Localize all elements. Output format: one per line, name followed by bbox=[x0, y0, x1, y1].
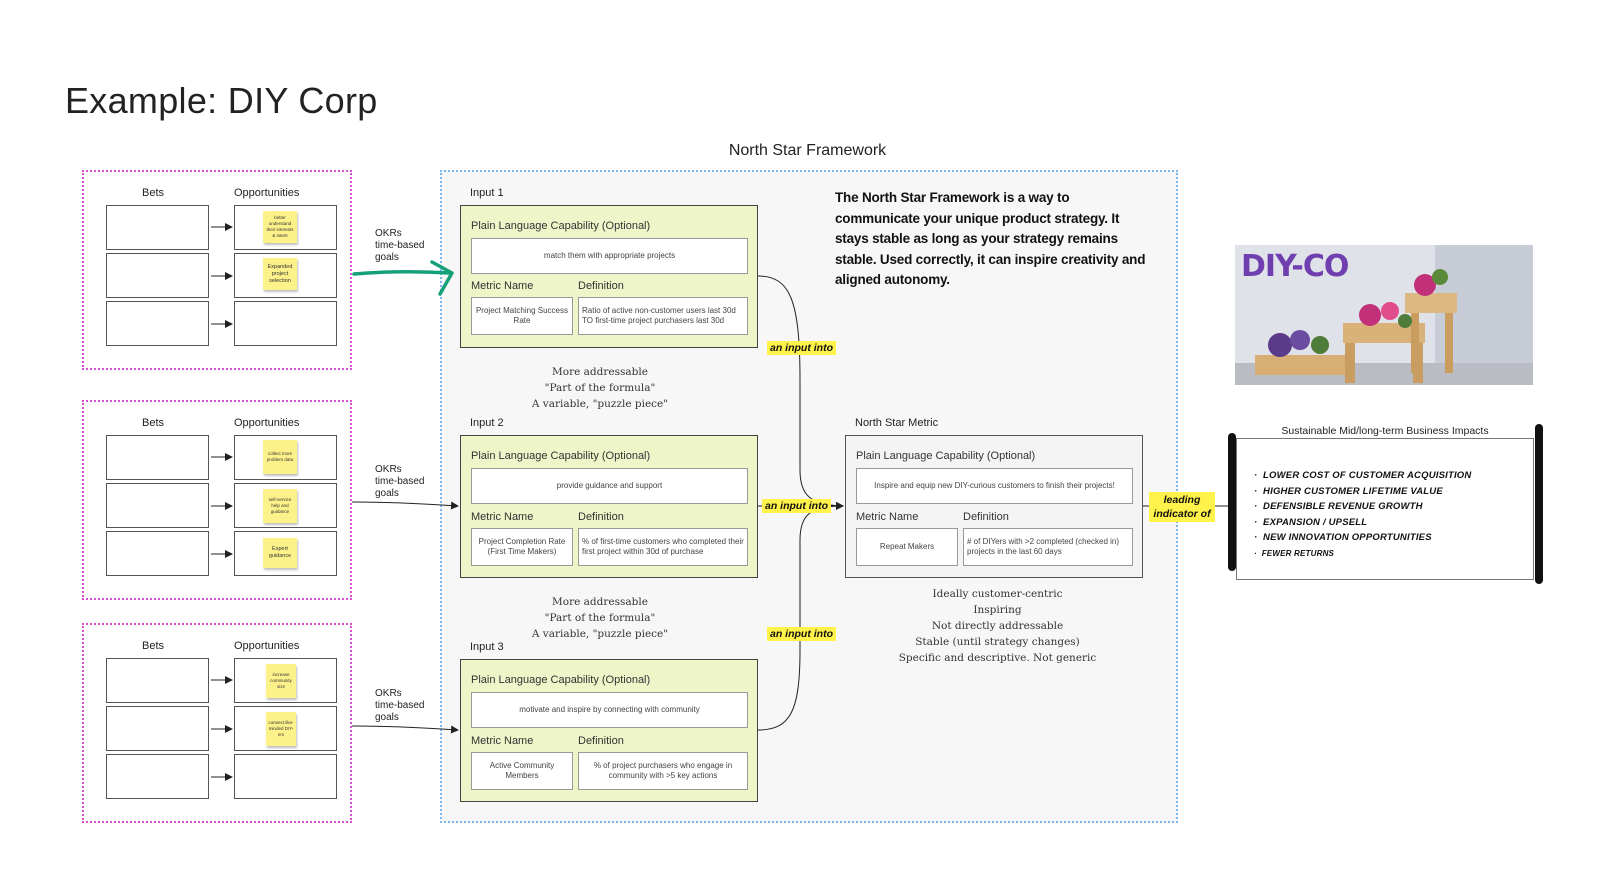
metric-name-header: Metric Name bbox=[471, 735, 534, 747]
bet-box[interactable] bbox=[106, 531, 209, 576]
list-item: · Defensible revenue growth bbox=[1254, 501, 1423, 512]
metric-name: Active Community Members bbox=[471, 752, 573, 790]
metric-definition: % of first-time customers who completed … bbox=[578, 528, 748, 566]
brand-logo: DIY-CO bbox=[1241, 249, 1349, 284]
list-item: · Lower cost of customer acquisition bbox=[1254, 470, 1472, 481]
definition-header: Definition bbox=[578, 735, 624, 747]
north-star-capability: Inspire and equip new DIY-curious custom… bbox=[856, 468, 1133, 504]
sticky-note[interactable]: Expanded project selection bbox=[263, 258, 297, 290]
sticky-note[interactable]: collect more problem data bbox=[263, 440, 297, 474]
north-star-metric-definition: # of DIYers with >2 completed (checked i… bbox=[963, 528, 1133, 566]
input-label: Input 2 bbox=[470, 417, 504, 429]
input-into-label: an input into bbox=[762, 499, 831, 513]
planter-illustration bbox=[1235, 245, 1533, 385]
list-item: · New innovation opportunities bbox=[1254, 532, 1432, 543]
bet-box[interactable] bbox=[106, 658, 209, 703]
capability-text: motivate and inspire by connecting with … bbox=[471, 692, 748, 728]
bet-box[interactable] bbox=[106, 435, 209, 480]
bets-group-2 bbox=[82, 400, 352, 600]
bet-box[interactable] bbox=[106, 754, 209, 799]
bet-box[interactable] bbox=[106, 301, 209, 346]
bet-box[interactable] bbox=[106, 483, 209, 528]
metric-name-header: Metric Name bbox=[856, 511, 919, 523]
opportunities-header: Opportunities bbox=[234, 640, 300, 652]
metric-definition: % of project purchasers who engage in co… bbox=[578, 752, 748, 790]
metric-name-header: Metric Name bbox=[471, 280, 534, 292]
north-star-notes: Ideally customer-centric Inspiring Not d… bbox=[898, 588, 1097, 664]
bets-header: Bets bbox=[142, 187, 165, 199]
definition-header: Definition bbox=[578, 511, 624, 523]
bet-box[interactable] bbox=[106, 253, 209, 298]
metric-name: Project Completion Rate (First Time Make… bbox=[471, 528, 573, 566]
framework-title: North Star Framework bbox=[728, 142, 887, 159]
sticky-note[interactable]: Expert guidance bbox=[263, 538, 297, 568]
metric-name: Project Matching Success Rate bbox=[471, 297, 573, 335]
bets-header: Bets bbox=[142, 640, 165, 652]
bets-header: Bets bbox=[142, 417, 165, 429]
impacts-list: · Lower cost of customer acquisition · H… bbox=[1254, 468, 1524, 561]
impacts-bracket-right bbox=[1535, 424, 1543, 584]
sticky-note[interactable]: better understand their interests & inte… bbox=[263, 211, 297, 243]
input-note: More addressable"Part of the formula"A v… bbox=[531, 596, 669, 640]
sticky-note[interactable]: self-service help and guidance bbox=[263, 489, 297, 523]
capability-text: provide guidance and support bbox=[471, 468, 748, 504]
page-title: Example: DIY Corp bbox=[65, 80, 378, 121]
input-into-label: an input into bbox=[767, 341, 836, 355]
opportunities-header: Opportunities bbox=[234, 187, 300, 199]
opportunity-box[interactable] bbox=[234, 301, 337, 346]
list-item: · Expansion / upsell bbox=[1254, 516, 1368, 528]
metric-name-header: Metric Name bbox=[471, 511, 534, 523]
impacts-title: Sustainable Mid/long-term Business Impac… bbox=[1281, 425, 1489, 437]
definition-header: Definition bbox=[578, 280, 624, 292]
bets-group-1 bbox=[82, 170, 352, 370]
north-star-metric-name: Repeat Makers bbox=[856, 528, 958, 566]
input-note: More addressable"Part of the formula"A v… bbox=[531, 366, 669, 410]
definition-header: Definition bbox=[963, 511, 1009, 523]
list-item: · Fewer returns bbox=[1254, 548, 1335, 558]
list-item: · Higher customer lifetime value bbox=[1254, 485, 1443, 497]
impacts-bracket-left bbox=[1228, 433, 1236, 571]
capability-header: Plain Language Capability (Optional) bbox=[471, 674, 651, 686]
bet-box[interactable] bbox=[106, 205, 209, 250]
north-star-label: North Star Metric bbox=[855, 417, 939, 429]
input-into-label: an input into bbox=[767, 627, 836, 641]
framework-description: The North Star Framework is a way to com… bbox=[835, 190, 1146, 287]
capability-text: match them with appropriate projects bbox=[471, 238, 748, 274]
input-label: Input 3 bbox=[470, 641, 504, 653]
metric-definition: Ratio of active non-customer users last … bbox=[578, 297, 748, 335]
brand-photo: DIY-CO bbox=[1235, 245, 1533, 385]
capability-header: Plain Language Capability (Optional) bbox=[471, 450, 651, 462]
bet-box[interactable] bbox=[106, 706, 209, 751]
bets-group-3 bbox=[82, 623, 352, 823]
capability-header: Plain Language Capability (Optional) bbox=[856, 450, 1036, 462]
impacts-box bbox=[1236, 438, 1534, 580]
sticky-note[interactable]: connect like-minded DIY-ers bbox=[266, 712, 296, 746]
leading-indicator-label: leading indicator of bbox=[1149, 492, 1215, 522]
capability-header: Plain Language Capability (Optional) bbox=[471, 220, 651, 232]
opportunities-header: Opportunities bbox=[234, 417, 300, 429]
opportunity-box[interactable] bbox=[234, 754, 337, 799]
input-label: Input 1 bbox=[470, 187, 504, 199]
sticky-note[interactable]: increase community size bbox=[266, 664, 296, 698]
